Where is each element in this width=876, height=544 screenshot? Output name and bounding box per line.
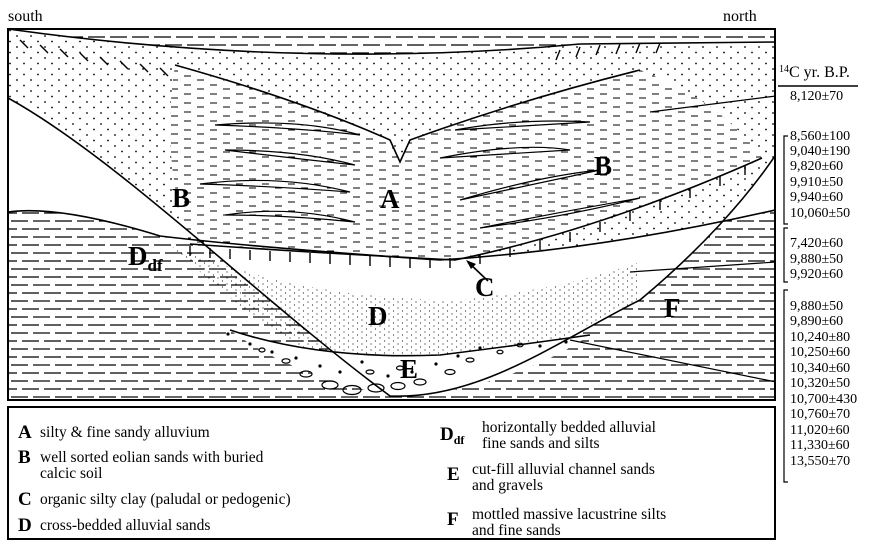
legend-item-ddf: Ddf horizontally bedded alluvial fine sa… bbox=[440, 419, 656, 452]
date: 9,880±50 bbox=[790, 299, 843, 314]
date: 9,880±50 bbox=[790, 252, 843, 267]
date: 10,250±60 bbox=[790, 345, 850, 360]
svg-text:D: D bbox=[18, 515, 32, 536]
legend-item-e: E cut-fill alluvial channel sands and gr… bbox=[447, 461, 655, 494]
date: 9,940±60 bbox=[790, 190, 843, 205]
date-group-3: 7,420±60 9,880±50 9,920±60 bbox=[790, 236, 843, 282]
date: 10,060±50 bbox=[790, 206, 850, 221]
svg-text:horizontally bedded alluvial: horizontally bedded alluvial bbox=[482, 419, 656, 436]
date: 11,330±60 bbox=[790, 438, 850, 453]
svg-text:Ddf: Ddf bbox=[440, 424, 465, 447]
date: 9,890±60 bbox=[790, 314, 843, 329]
svg-text:mottled massive lacustrine sil: mottled massive lacustrine silts bbox=[472, 506, 666, 523]
date: 10,760±70 bbox=[790, 407, 850, 422]
date: 10,320±50 bbox=[790, 376, 850, 391]
svg-text:calcic soil: calcic soil bbox=[40, 465, 102, 482]
date: 10,340±60 bbox=[790, 361, 850, 376]
date: 9,040±190 bbox=[790, 144, 850, 159]
legend-item-a: A silty & fine sandy alluvium bbox=[18, 422, 210, 443]
legend: A silty & fine sandy alluvium B well sor… bbox=[8, 407, 775, 539]
date: 8,560±100 bbox=[790, 129, 850, 144]
svg-text:E: E bbox=[447, 464, 460, 485]
legend-item-b: B well sorted eolian sands with buried c… bbox=[18, 447, 264, 482]
svg-text:cross-bedded alluvial sands: cross-bedded alluvial sands bbox=[40, 517, 210, 534]
date-group-4: 9,880±50 9,890±60 10,240±80 10,250±60 10… bbox=[790, 299, 857, 469]
legend-item-f: F mottled massive lacustrine silts and f… bbox=[447, 506, 666, 539]
svg-text:and gravels: and gravels bbox=[472, 477, 543, 494]
date: 10,700±430 bbox=[790, 392, 857, 407]
svg-text:cut-fill alluvial channel sand: cut-fill alluvial channel sands bbox=[472, 461, 655, 478]
unit-b-label-east: B bbox=[594, 151, 612, 181]
date: 13,550±70 bbox=[790, 454, 850, 469]
date: 11,020±60 bbox=[790, 423, 850, 438]
date: 10,240±80 bbox=[790, 330, 850, 345]
unit-c-label: C bbox=[475, 272, 495, 302]
age-unit-label: 14C yr. B.P. bbox=[779, 64, 850, 81]
unit-e-label: E bbox=[400, 354, 418, 384]
legend-item-d: D cross-bedded alluvial sands bbox=[18, 515, 210, 536]
svg-text:and fine sands: and fine sands bbox=[472, 522, 561, 539]
unit-a-label: A bbox=[380, 184, 400, 214]
date-group-2: 8,560±100 9,040±190 9,820±60 9,910±50 9,… bbox=[790, 129, 850, 221]
svg-text:C: C bbox=[18, 489, 32, 510]
svg-text:silty & fine sandy alluvium: silty & fine sandy alluvium bbox=[40, 424, 210, 441]
date: 8,120±70 bbox=[790, 89, 843, 104]
unit-d-label: D bbox=[368, 301, 388, 331]
svg-text:organic silty clay (paludal or: organic silty clay (paludal or pedogenic… bbox=[40, 491, 291, 508]
legend-item-c: C organic silty clay (paludal or pedogen… bbox=[18, 489, 291, 510]
date: 7,420±60 bbox=[790, 236, 843, 251]
svg-text:B: B bbox=[18, 447, 31, 468]
svg-text:A: A bbox=[18, 422, 32, 443]
svg-text:F: F bbox=[447, 509, 459, 530]
svg-text:well sorted eolian sands with: well sorted eolian sands with buried bbox=[40, 449, 264, 466]
unit-f-label: F bbox=[664, 293, 681, 323]
date: 9,910±50 bbox=[790, 175, 843, 190]
unit-b-label-west: B bbox=[172, 183, 190, 213]
section-body bbox=[8, 29, 775, 400]
date-group-1: 8,120±70 bbox=[790, 89, 843, 104]
north-label: north bbox=[723, 8, 757, 25]
date: 9,820±60 bbox=[790, 159, 843, 174]
south-label: south bbox=[8, 8, 43, 25]
svg-text:fine sands and silts: fine sands and silts bbox=[482, 435, 600, 452]
date: 9,920±60 bbox=[790, 267, 843, 282]
